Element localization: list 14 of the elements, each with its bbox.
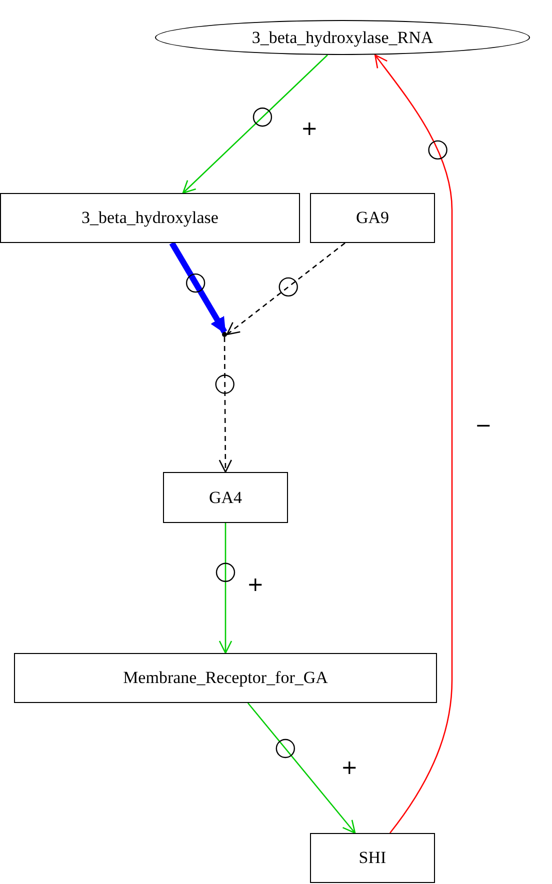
entity-box: 3_beta_hydroxylase [0, 193, 300, 243]
entity-box: SHI [310, 833, 435, 883]
arrow [226, 242, 346, 336]
arrow [374, 54, 453, 834]
arrow [218, 337, 232, 473]
entity-box: Membrane_Receptor_for_GA [14, 653, 437, 703]
entity-box: GA9 [310, 193, 435, 243]
arrow [182, 54, 328, 194]
arrow [247, 702, 356, 834]
arrow [169, 241, 228, 334]
entity-box: GA4 [163, 472, 288, 523]
rna-ellipse: 3_beta_hydroxylase_RNA [155, 20, 530, 55]
junction-point [222, 332, 227, 337]
arrow [218, 523, 232, 654]
